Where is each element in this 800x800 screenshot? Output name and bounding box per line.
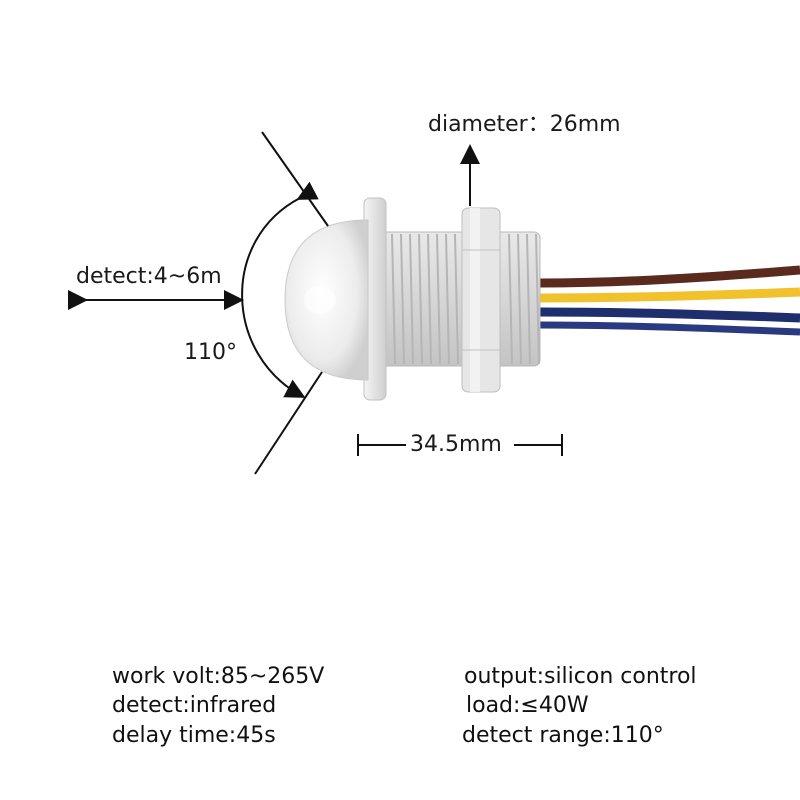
spec-detect-range: detect range:110° (462, 723, 664, 748)
diameter-label: diameter：26mm (428, 112, 621, 137)
spec-delay-time: delay time:45s (112, 723, 276, 748)
threaded-body (379, 231, 541, 367)
wires (539, 265, 800, 336)
spec-work-volt: work volt:85~265V (112, 664, 325, 689)
spec-output: output:silicon control (464, 664, 697, 689)
dome-lens (284, 219, 369, 381)
spec-detect-type: detect:infrared (112, 693, 277, 718)
length-label: 34.5mm (410, 432, 502, 457)
length-dimension (357, 434, 563, 456)
hex-nut (461, 207, 501, 393)
detect-distance-label: detect:4~6m (76, 264, 222, 289)
spec-load: load:≤40W (466, 693, 589, 718)
angle-label: 110° (184, 340, 237, 365)
